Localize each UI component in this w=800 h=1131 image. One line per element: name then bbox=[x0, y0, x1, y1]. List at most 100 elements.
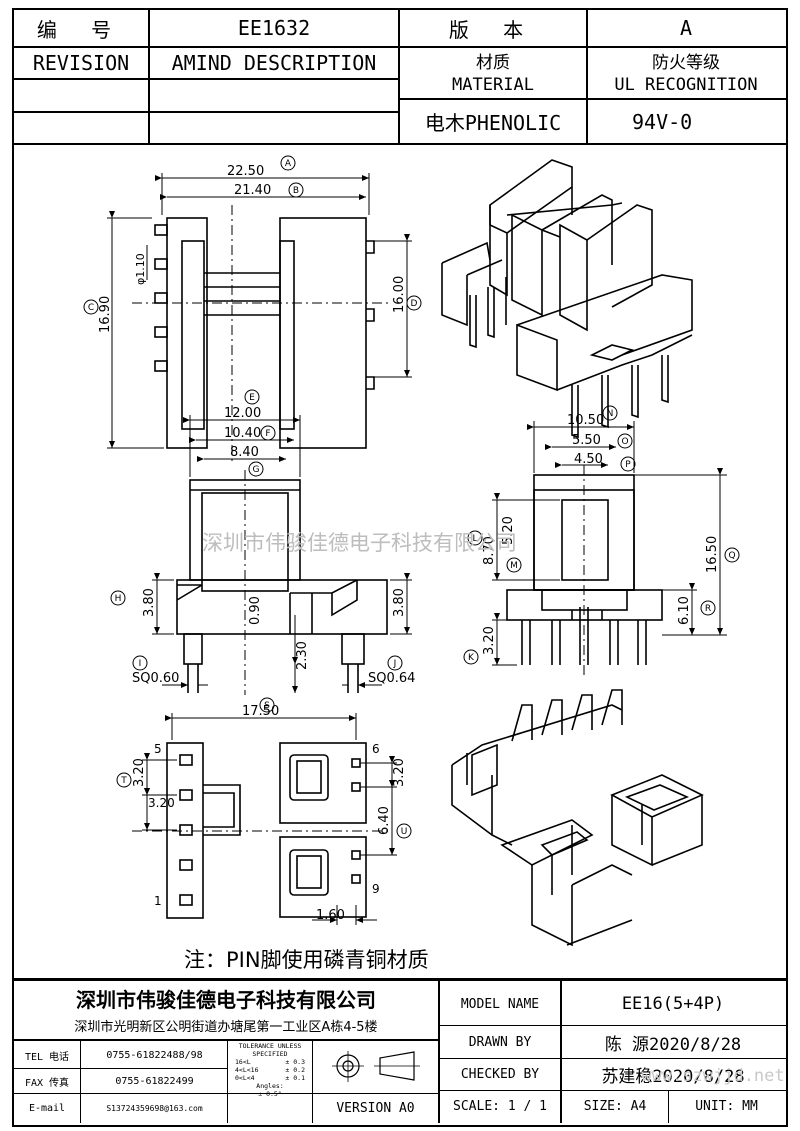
callout-C: C bbox=[88, 303, 94, 313]
dim-k: 3.20 bbox=[482, 626, 497, 655]
dim-r: 6.10 bbox=[677, 596, 692, 625]
checked-label: CHECKED BY bbox=[460, 1067, 540, 1082]
callout-I: I bbox=[139, 659, 142, 669]
dim-a: 22.50 bbox=[227, 164, 264, 179]
pin-5: 5 bbox=[154, 742, 162, 756]
watermark: 深圳市伟骏佳德电子科技有限公司 bbox=[202, 531, 517, 555]
scale-label: SCALE: 1 / 1 bbox=[453, 1099, 547, 1114]
callout-B: B bbox=[293, 186, 299, 196]
tol-range-2: 0<L<4 bbox=[235, 1074, 255, 1082]
pin-9: 9 bbox=[372, 882, 380, 896]
front-view bbox=[152, 415, 412, 695]
fax-value: 0755-61822499 bbox=[115, 1075, 194, 1087]
unit-label: UNIT: MM bbox=[695, 1099, 758, 1114]
dim-h: 3.80 bbox=[142, 588, 157, 617]
model-value: EE16(5+4P) bbox=[621, 994, 725, 1014]
code-value: EE1632 bbox=[237, 16, 311, 40]
dim-l2: 5.20 bbox=[501, 516, 516, 545]
dim-t3: 3.20 bbox=[392, 758, 407, 787]
dim-g: 8.40 bbox=[230, 445, 259, 460]
email-label: E-mail bbox=[28, 1102, 66, 1114]
ul-label-cn: 防火等级 bbox=[652, 52, 720, 73]
pin-numbers: 5 1 6 9 bbox=[154, 742, 380, 908]
material-note: 注：PIN脚使用磷青铜材质 bbox=[184, 948, 429, 972]
company-address: 深圳市光明新区公明街道办塘尾第一工业区A栋4-5楼 bbox=[74, 1019, 378, 1035]
version-value: A bbox=[679, 16, 693, 40]
email-value: S13724359698@163.com bbox=[106, 1103, 203, 1113]
dim-dia: φ1.10 bbox=[134, 253, 147, 285]
pin-1: 1 bbox=[154, 894, 162, 908]
callout-D: D bbox=[411, 299, 418, 309]
revision-label: REVISION bbox=[32, 51, 130, 75]
callout-A: A bbox=[285, 159, 292, 169]
callout-K: K bbox=[468, 653, 475, 663]
sheet-frame bbox=[12, 8, 788, 1127]
callout-M: M bbox=[510, 561, 518, 571]
dim-l: 8.70 bbox=[482, 536, 497, 565]
projection-symbol-icon bbox=[332, 1051, 420, 1082]
tolerance-title: TOLERANCE UNLESS SPECIFIED bbox=[238, 1042, 302, 1058]
dim-t: 3.20 bbox=[132, 758, 147, 787]
tolerance-block: TOLERANCE UNLESS SPECIFIED 16<L± 0.3 4<L… bbox=[229, 1042, 311, 1122]
material-value: 电木PHENOLIC bbox=[424, 111, 562, 135]
dim-s: 17.50 bbox=[242, 704, 279, 719]
callout-U: U bbox=[401, 827, 408, 837]
dim-h2: 3.80 bbox=[392, 588, 407, 617]
dim-090: 0.90 bbox=[248, 596, 263, 625]
dim-160: 1.60 bbox=[316, 908, 345, 923]
isometric-view-top bbox=[441, 159, 693, 439]
callout-T: T bbox=[120, 776, 127, 786]
ul-label-en: UL RECOGNITION bbox=[614, 75, 758, 95]
callout-O: O bbox=[621, 437, 628, 447]
dim-p: 4.50 bbox=[574, 452, 603, 467]
callout-S: S bbox=[264, 701, 270, 711]
tel-label: TEL 电话 bbox=[24, 1051, 70, 1063]
model-label: MODEL NAME bbox=[460, 996, 540, 1012]
tol-range-1: 4<L<16 bbox=[235, 1066, 259, 1074]
callout-L: L bbox=[472, 534, 477, 544]
website-watermark: www.szwjjd.net bbox=[641, 1066, 785, 1086]
side-view bbox=[492, 421, 727, 675]
dim-u: 6.40 bbox=[377, 806, 392, 835]
dim-c: 16.90 bbox=[98, 296, 113, 333]
tol-value-1: ± 0.2 bbox=[285, 1066, 305, 1074]
dim-230: 2.30 bbox=[295, 641, 310, 670]
dim-e: 12.00 bbox=[224, 406, 261, 421]
dim-j: SQ0.64 bbox=[368, 671, 415, 686]
callout-Q: Q bbox=[728, 551, 735, 561]
dim-d: 16.00 bbox=[392, 276, 407, 313]
drawn-value: 陈 源2020/8/28 bbox=[604, 1034, 742, 1055]
callout-H: H bbox=[115, 594, 122, 604]
version-label: 版 本 bbox=[448, 17, 538, 42]
code-label: 编 号 bbox=[36, 17, 126, 42]
tol-value-0: ± 0.3 bbox=[285, 1058, 305, 1066]
callout-N: N bbox=[607, 409, 614, 419]
pin-6: 6 bbox=[372, 742, 380, 756]
fax-label: FAX 传真 bbox=[24, 1077, 70, 1089]
dim-t2: 3.20 bbox=[148, 796, 175, 810]
material-label-en: MATERIAL bbox=[452, 75, 534, 95]
dim-o: 5.50 bbox=[572, 433, 601, 448]
angles-value: ± 0.5° bbox=[258, 1090, 282, 1098]
angles-label: Angles: bbox=[256, 1082, 284, 1090]
dimension-values: 22.50 21.40 16.90 16.00 φ1.10 12.00 10.4… bbox=[98, 164, 720, 923]
isometric-view-bottom bbox=[451, 689, 704, 947]
callout-J: J bbox=[393, 659, 397, 669]
dim-q: 16.50 bbox=[705, 536, 720, 573]
ul-value: 94V-0 bbox=[632, 109, 693, 134]
callout-E: E bbox=[249, 393, 255, 403]
amend-label: AMIND DESCRIPTION bbox=[171, 51, 377, 75]
dim-i: SQ0.60 bbox=[132, 671, 179, 686]
drawing-area: A B C D E F G H I J K L M N O P Q R S T … bbox=[83, 155, 740, 972]
material-label-cn: 材质 bbox=[476, 52, 510, 73]
dim-f: 10.40 bbox=[224, 426, 261, 441]
callout-G: G bbox=[253, 465, 260, 475]
size-label: SIZE: A4 bbox=[583, 1099, 647, 1114]
version-a0: VERSION A0 bbox=[336, 1100, 415, 1116]
checked-value: 苏建稳2020/8/28 bbox=[601, 1067, 745, 1087]
callouts bbox=[83, 155, 740, 839]
callout-P: P bbox=[625, 460, 631, 470]
tol-value-2: ± 0.1 bbox=[285, 1074, 305, 1082]
dim-b: 21.40 bbox=[234, 183, 271, 198]
callout-R: R bbox=[705, 604, 711, 614]
